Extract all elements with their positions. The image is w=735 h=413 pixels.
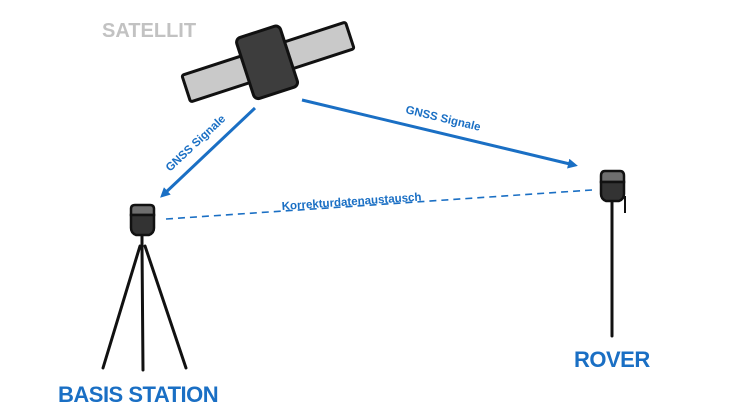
gnss-receiver-icon	[599, 169, 626, 213]
tripod-leg-right	[143, 244, 188, 370]
signal-arrow-base	[160, 106, 257, 198]
satellite-label: SATELLIT	[102, 20, 196, 42]
tripod-icon	[101, 234, 188, 372]
signal-arrow-rover	[301, 98, 578, 169]
satellite-icon	[180, 21, 356, 103]
base-station-label: BASIS STATION	[58, 382, 218, 407]
gnss-receiver-icon	[129, 203, 156, 237]
base-receiver-top	[129, 203, 156, 217]
base-receiver-bottom	[129, 213, 156, 237]
tripod-leg-center	[140, 244, 145, 372]
correction-label: Korrekturdatenaustausch	[281, 192, 421, 213]
rover-label: ROVER	[574, 347, 650, 372]
tripod-leg-left	[101, 244, 142, 370]
rover-receiver-top	[599, 169, 626, 184]
rover-receiver-bottom	[599, 180, 626, 203]
satellite-body	[235, 24, 300, 101]
signal-label-rover: GNSS Signale	[404, 104, 481, 134]
